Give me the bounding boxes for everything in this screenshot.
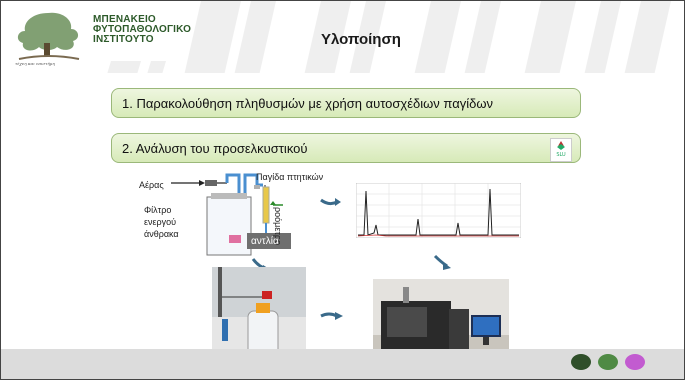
decorative-stripes	[107, 1, 671, 73]
arrow-icon	[433, 254, 451, 270]
lab-setup-photo	[212, 267, 306, 359]
instrument-photo	[373, 279, 509, 359]
institute-line: ΙΝΣΤΙΤΟΥΤΟ	[93, 34, 154, 45]
filter-label: Φίλτρο ενεργού άνθρακα	[144, 204, 179, 240]
trap-label: Παγίδα πτητικών	[256, 172, 324, 182]
air-label: Αέρας	[139, 180, 164, 190]
svg-text:SLU: SLU	[556, 152, 566, 158]
institute-logo-icon: τέχνη και επιστήμη	[15, 12, 80, 66]
slide-footer	[1, 349, 684, 379]
point-label: 1. Παρακολούθηση πληθυσμών με χρήση αυτο…	[122, 95, 493, 111]
point-box-2: 2. Ανάλυση του προσελκυστικού SLU	[111, 133, 581, 163]
nav-dot	[625, 354, 645, 370]
pump-label: αντλία	[251, 236, 279, 247]
chromatogram-plot	[356, 183, 521, 238]
institute-line: ΜΠΕΝΑΚΕΙΟ	[93, 14, 156, 25]
filter-line: ενεργού	[144, 217, 177, 227]
nav-dot	[598, 354, 618, 370]
institute-name: ΜΠΕΝΑΚΕΙΟ ΦΥΤΟΠΑΘΟΛΟΓΙΚΟ ΙΝΣΤΙΤΟΥΤΟ	[93, 15, 191, 45]
slide-header: τέχνη και επιστήμη ΜΠΕΝΑΚΕΙΟ ΦΥΤΟΠΑΘΟΛΟΓ…	[1, 1, 684, 73]
nav-dot	[571, 354, 591, 370]
arrow-icon	[320, 312, 343, 320]
apparatus-diagram	[171, 173, 291, 256]
arrow-icon	[320, 198, 341, 206]
point-box-1: 1. Παρακολούθηση πληθυσμών με χρήση αυτο…	[111, 88, 581, 118]
slu-logo-icon: SLU	[550, 138, 572, 162]
svg-text:τέχνη και επιστήμη: τέχνη και επιστήμη	[15, 61, 55, 66]
slide-title: Υλοποίηση	[321, 31, 401, 48]
filter-line: άνθρακα	[144, 229, 179, 239]
point-label: 2. Ανάλυση του προσελκυστικού	[122, 140, 308, 156]
filter-line: Φίλτρο	[144, 205, 172, 215]
institute-line: ΦΥΤΟΠΑΘΟΛΟΓΙΚΟ	[93, 24, 192, 35]
